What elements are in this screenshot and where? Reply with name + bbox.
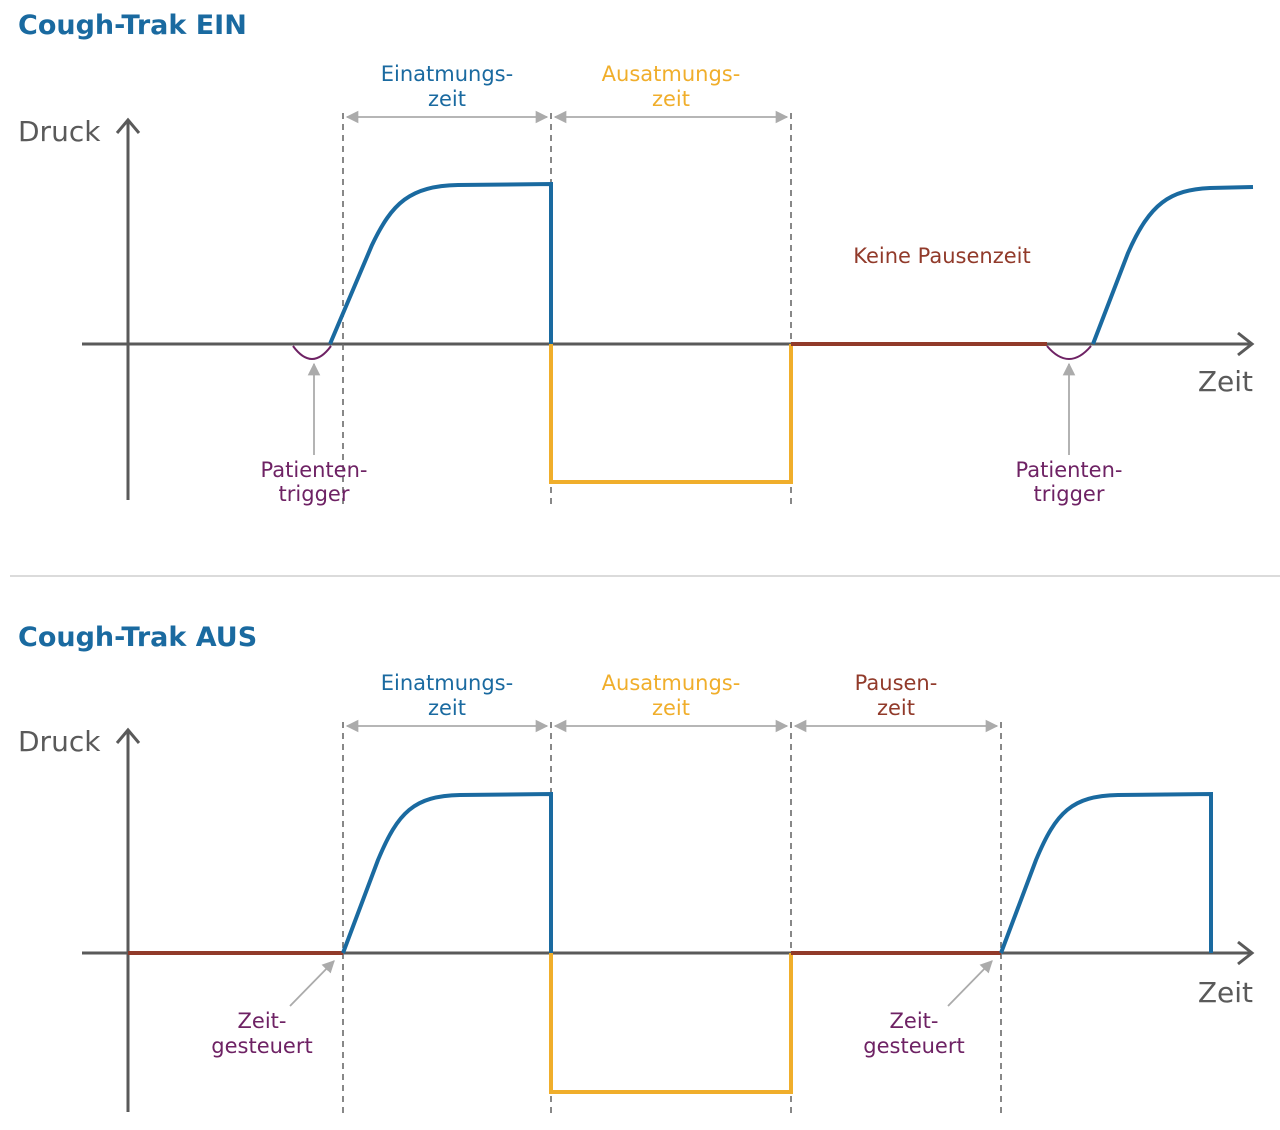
next-inhale-waveform [1091,185,1254,345]
svg-text:Pausen-: Pausen- [855,671,938,695]
trigger-pointer [947,960,993,1007]
phase-label-inhale: Einatmungs- zeit [381,671,513,720]
x-axis-label: Zeit [1198,976,1253,1009]
trigger-marker [1046,345,1092,360]
svg-text:Einatmungs-: Einatmungs- [381,62,513,86]
svg-text:gesteuert: gesteuert [211,1034,312,1058]
next-inhale-waveform [999,791,1213,954]
svg-text:zeit: zeit [652,696,690,720]
svg-text:Einatmungs-: Einatmungs- [381,671,513,695]
exhale-waveform [549,344,793,484]
y-axis-label: Druck [18,725,101,758]
y-axis [115,117,141,500]
phase-boundaries [342,113,792,505]
panel-title: Cough-Trak AUS [18,622,257,653]
svg-text:Patienten-: Patienten- [1016,458,1123,482]
svg-text:Ausatmungs-: Ausatmungs- [602,671,741,695]
svg-text:trigger: trigger [279,482,350,506]
y-axis [115,727,141,1112]
trigger-label: Zeit- gesteuert [863,1009,964,1058]
svg-text:Zeit-: Zeit- [238,1009,287,1033]
svg-text:trigger: trigger [1034,482,1105,506]
trigger-pointer [289,960,335,1007]
svg-text:zeit: zeit [652,87,690,111]
svg-text:gesteuert: gesteuert [863,1034,964,1058]
exhale-waveform [549,953,793,1094]
phase-label-inhale: Einatmungs- zeit [381,62,513,111]
phase-label-pause: Pausen- zeit [855,671,938,720]
panel-cough-trak-aus: Cough-Trak AUS Druck Zeit Einatmungs- [18,622,1255,1115]
x-axis-label: Zeit [1198,365,1253,398]
panel-title: Cough-Trak EIN [18,10,247,41]
y-axis-label: Druck [18,115,101,148]
phase-label-exhale: Ausatmungs- zeit [602,62,741,111]
svg-text:Patienten-: Patienten- [261,458,368,482]
trigger-label: Zeit- gesteuert [211,1009,312,1058]
svg-text:Ausatmungs-: Ausatmungs- [602,62,741,86]
trigger-marker [292,345,332,360]
svg-text:zeit: zeit [428,87,466,111]
svg-text:zeit: zeit [877,696,915,720]
panel-cough-trak-ein: Cough-Trak EIN Druck Zeit Einatmungs- ze… [18,10,1255,506]
svg-text:zeit: zeit [428,696,466,720]
inhale-waveform [341,791,553,954]
phase-label-exhale: Ausatmungs- zeit [602,671,741,720]
inhale-waveform [328,181,553,345]
x-axis [82,331,1255,357]
pause-label: Keine Pausenzeit [853,244,1030,268]
trigger-label: Patienten- trigger [261,458,368,506]
trigger-label: Patienten- trigger [1016,458,1123,506]
svg-text:Zeit-: Zeit- [890,1009,939,1033]
